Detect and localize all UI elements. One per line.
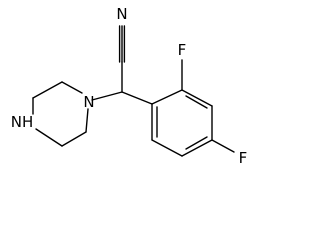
bond-to-fluoro-right (211, 139, 235, 153)
fluorine-right-label: F (239, 149, 248, 167)
molecule-drawing: N F F N NH (11, 5, 248, 167)
nitrile-nitrogen-label: N (116, 5, 127, 23)
bond-center-to-ring (121, 91, 153, 105)
pip-bond-2 (32, 81, 63, 99)
ring-bond-4 (181, 139, 213, 157)
phenyl-ring (151, 89, 213, 157)
pip-bond-6 (85, 108, 89, 133)
piperazine-nh-label: NH (11, 113, 34, 131)
ring-double-bond-1 (185, 95, 208, 109)
nitrile-group (118, 25, 126, 63)
ring-bond-5 (151, 139, 183, 157)
ring-double-bond-2 (185, 136, 208, 150)
bond-center-to-piperazine (91, 91, 123, 101)
pip-bond-1 (61, 81, 83, 94)
piperazine-ring (32, 81, 89, 147)
ring-bond-1 (151, 89, 183, 105)
pip-bond-5 (61, 131, 87, 147)
ring-bond-2 (181, 89, 213, 107)
piperazine-nitrogen-label: N (83, 93, 94, 111)
structure-diagram: N F F N NH (11, 5, 248, 167)
fluorine-top-label: F (178, 41, 187, 59)
pip-bond-4 (35, 128, 63, 147)
